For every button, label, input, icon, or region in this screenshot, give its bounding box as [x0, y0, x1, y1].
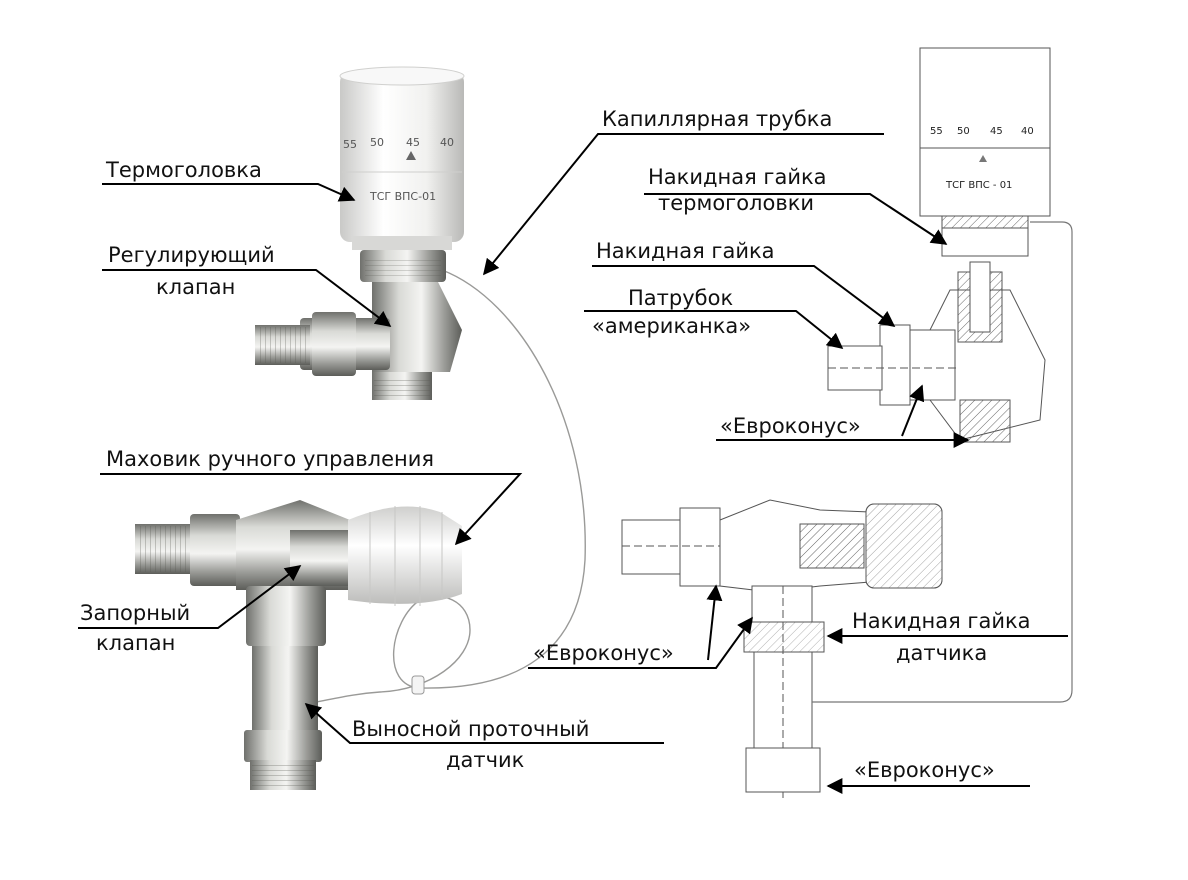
- svg-text:45: 45: [990, 126, 1003, 137]
- thermohead-photo: 55 50 45 40 ТСГ ВПС-01: [339, 66, 465, 250]
- svg-text:50: 50: [370, 136, 384, 149]
- leader-capillary: [482, 133, 884, 276]
- thermohead-drawing: 55 50 45 40 ТСГ ВПС - 01: [919, 47, 1051, 257]
- svg-text:40: 40: [440, 136, 454, 149]
- svg-text:55: 55: [343, 138, 357, 151]
- svg-text:40: 40: [1021, 126, 1034, 137]
- leader-cap-nut: [644, 193, 948, 245]
- label-shutoff-line1: Запорный: [80, 601, 190, 625]
- capillary-tube-drawing: [812, 221, 1073, 703]
- leader-regulating-valve: [102, 269, 392, 327]
- leader-sensor: [304, 702, 664, 744]
- shutoff-valve-photo: [135, 500, 350, 590]
- label-euroconus-2: «Евроконус»: [533, 641, 674, 665]
- dial-marker-icon: [406, 151, 416, 160]
- leader-thermohead: [102, 183, 356, 202]
- svg-text:45: 45: [406, 136, 420, 149]
- leader-euroconus-2: [528, 616, 753, 669]
- label-capillary: Капиллярная трубка: [602, 107, 832, 131]
- label-sensor-line2: датчик: [446, 748, 524, 772]
- label-thermohead: Термоголовка: [105, 158, 262, 182]
- leader-lines: [78, 133, 1068, 794]
- leader-nipple: [584, 310, 844, 350]
- label-handwheel: Маховик ручного управления: [106, 447, 434, 471]
- svg-text:50: 50: [957, 126, 970, 137]
- label-sensor-nut-line1: Накидная гайка: [852, 609, 1031, 633]
- label-nipple-line2: «американка»: [592, 314, 751, 338]
- label-regulating-valve-line2: клапан: [156, 275, 235, 299]
- label-sensor-line1: Выносной проточный: [352, 717, 589, 741]
- leader-union-nut: [592, 265, 896, 327]
- capillary-clip: [411, 675, 425, 695]
- shutoff-valve-drawing: [621, 499, 943, 593]
- leader-handwheel: [100, 473, 523, 546]
- regulating-valve-drawing: [827, 261, 1046, 443]
- label-nipple-line1: Патрубок: [628, 286, 733, 310]
- label-union-nut: Накидная гайка: [596, 239, 775, 263]
- thermohead-drawing-model-label: ТСГ ВПС - 01: [945, 180, 1012, 191]
- thermohead-model-label: ТСГ ВПС-01: [369, 190, 436, 203]
- leader-shutoff: [78, 565, 302, 629]
- flow-sensor-drawing: [743, 585, 825, 800]
- label-shutoff-line2: клапан: [96, 631, 175, 655]
- leader-euroconus-2b: [706, 584, 723, 661]
- label-cap-nut-line1: Накидная гайка: [648, 165, 827, 189]
- capillary-tube-photo: [299, 269, 586, 706]
- label-regulating-valve-line1: Регулирующий: [108, 243, 275, 267]
- label-euroconus-3: «Евроконус»: [854, 758, 995, 782]
- flow-sensor-photo: [244, 586, 326, 790]
- svg-text:55: 55: [930, 126, 943, 137]
- dial-marker-icon: [979, 155, 987, 162]
- label-sensor-nut-line2: датчика: [896, 641, 987, 665]
- labels: Термоголовка Регулирующий клапан Капилля…: [80, 107, 1031, 782]
- leader-euroconus-1b: [901, 384, 925, 437]
- thermohead-dial: 55 50 45 40 ТСГ ВПС-01: [343, 136, 454, 203]
- regulating-valve-photo: [255, 250, 462, 400]
- handwheel-photo: [348, 506, 462, 606]
- label-euroconus-1: «Евроконус»: [720, 414, 861, 438]
